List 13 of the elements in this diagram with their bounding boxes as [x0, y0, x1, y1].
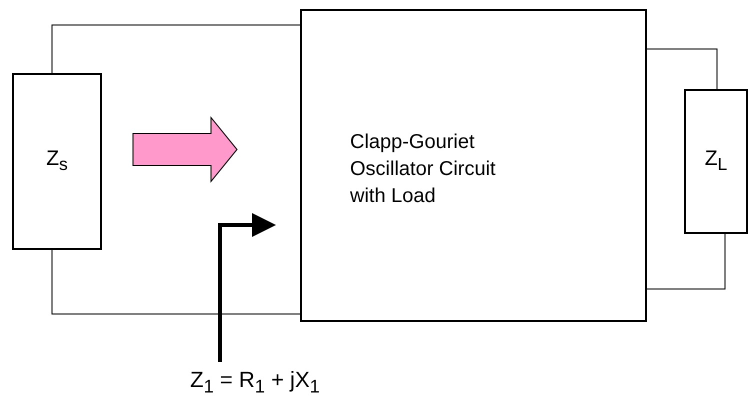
circuit-title: Clapp-Gouriet Oscillator Circuit with Load — [350, 130, 497, 209]
wire — [646, 234, 726, 290]
circuit-box — [300, 9, 647, 322]
impedance-text: Z$_{1}$ = R$_{1}$ + jX$_{1}$ — [190, 366, 320, 398]
block-arrow — [132, 116, 238, 183]
wire — [52, 250, 300, 314]
wire — [52, 24, 300, 74]
wire — [646, 48, 718, 90]
impedance-text: Z$_{s}$ — [46, 147, 68, 176]
impedance-box — [12, 73, 102, 250]
impedance-box — [684, 89, 748, 234]
impedance-text: Z$_{L}$ — [704, 147, 728, 176]
arrow — [218, 213, 276, 362]
